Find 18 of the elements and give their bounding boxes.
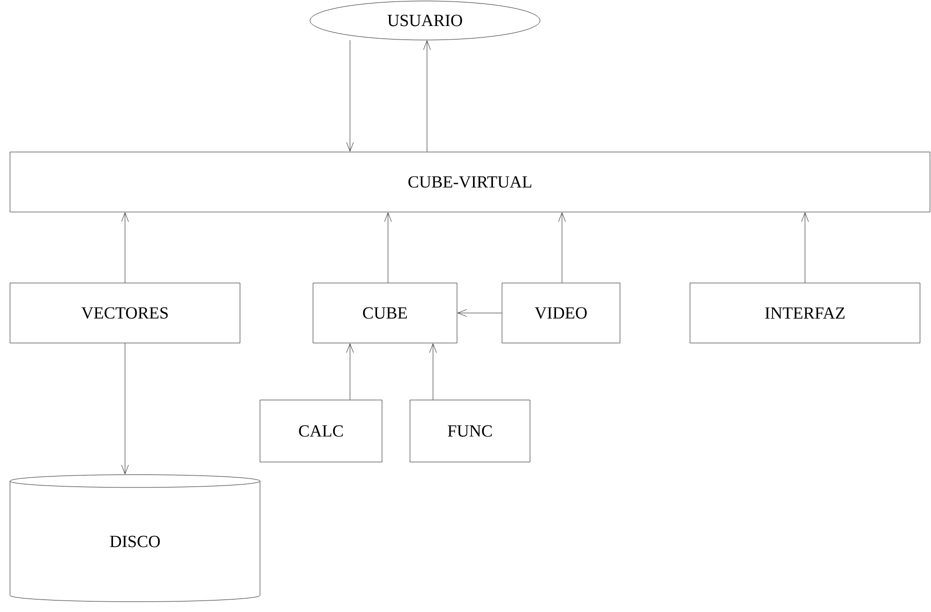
disk-cylinder: DISCO <box>10 474 260 602</box>
module-box: FUNC <box>410 400 530 462</box>
module-box: VIDEO <box>502 282 620 344</box>
arrow <box>801 212 809 283</box>
arrow <box>346 344 354 400</box>
module-box: VECTORES <box>10 282 240 344</box>
arrow <box>121 343 129 474</box>
arrow <box>558 212 566 283</box>
module-box: CUBE <box>312 282 458 344</box>
arrow <box>384 212 392 283</box>
arrow <box>458 309 502 317</box>
arrow <box>121 212 129 283</box>
module-box: INTERFAZ <box>690 282 920 344</box>
arrow <box>423 40 431 152</box>
arrow <box>429 344 437 400</box>
module-box: CALC <box>260 400 382 462</box>
module-box: CUBE-VIRTUAL <box>10 152 930 212</box>
arrow <box>346 40 354 152</box>
